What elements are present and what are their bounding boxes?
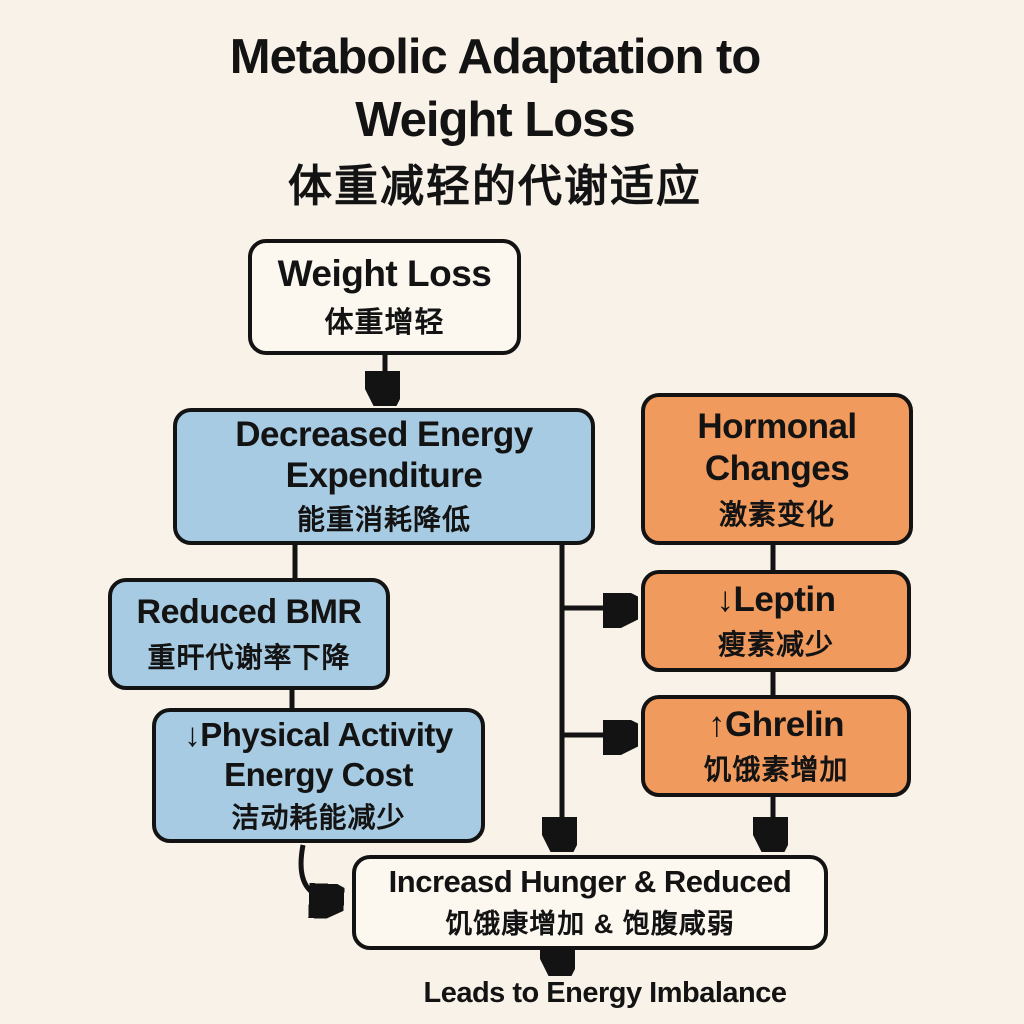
node-ghrelin-chinese: 饥饿素增加 (703, 753, 849, 785)
node-bmr-chinese: 重旰代谢率下降 (147, 641, 351, 673)
node-hormonal-label-line2: Changes (704, 448, 850, 488)
node-weight-loss-chinese: 体重增轻 (324, 307, 445, 339)
node-physical-chinese: 洁动耗能减少 (231, 802, 406, 834)
node-hunger-chinese: 饥饿康增加 & 饱腹咸弱 (445, 909, 735, 939)
node-decreased-label-line1: Decreased Energy (235, 415, 533, 455)
node-hunger-label: Increasd Hunger & Reduced (388, 864, 792, 899)
node-leptin-decrease: ↓Leptin 瘦素减少 (641, 570, 911, 672)
node-physical-activity-energy-cost: ↓Physical Activity Energy Cost 洁动耗能减少 (152, 708, 485, 843)
node-decreased-chinese: 能重消耗降低 (296, 503, 471, 535)
node-bmr-label: Reduced BMR (136, 592, 362, 631)
title-line-1: Metabolic Adaptation to (229, 30, 762, 84)
node-increased-hunger-reduced-satiety: Increasd Hunger & Reduced 饥饿康增加 & 饱腹咸弱 (352, 855, 828, 950)
node-ghrelin-increase: ↑Ghrelin 饥饿素增加 (641, 695, 911, 797)
node-hormonal-label-line1: Hormonal (697, 406, 857, 446)
node-physical-label-line1: ↓Physical Activity (184, 715, 453, 753)
node-weight-loss-label: Weight Loss (277, 253, 492, 294)
node-leptin-chinese: 瘦素减少 (717, 628, 834, 660)
node-weight-loss: Weight Loss 体重增轻 (248, 239, 521, 355)
node-leptin-label: ↓Leptin (716, 579, 836, 619)
node-hormonal-chinese: 激素变化 (718, 498, 835, 530)
title-chinese: 体重减轻的代谢适应 (288, 162, 702, 212)
footer-caption: Leads to Energy Imbalance (423, 977, 787, 1009)
node-reduced-bmr: Reduced BMR 重旰代谢率下降 (108, 578, 390, 690)
curved-arrow-physical-to-hunger (298, 844, 334, 899)
diagram-title: Metabolic Adaptation to Weight Loss 体重减轻… (0, 26, 990, 209)
node-ghrelin-label: ↑Ghrelin (707, 704, 845, 744)
node-decreased-label-line2: Expenditure (285, 455, 483, 495)
node-hormonal-changes: Hormonal Changes 激素变化 (641, 393, 913, 545)
node-decreased-energy-expenditure: Decreased Energy Expenditure 能重消耗降低 (173, 408, 595, 545)
title-line-2: Weight Loss (355, 92, 635, 147)
node-physical-label-line2: Energy Cost (224, 755, 413, 793)
